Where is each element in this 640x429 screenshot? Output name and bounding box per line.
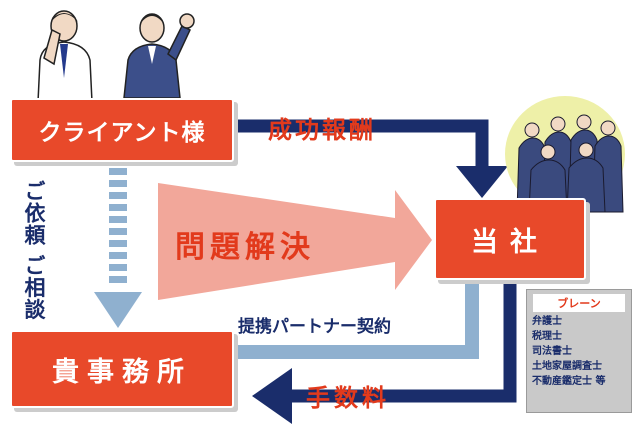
brain-item: 弁護士 — [532, 316, 562, 327]
consult-arrow — [94, 168, 142, 328]
cheering-man-icon — [123, 13, 195, 98]
brain-item: 税理士 — [532, 331, 562, 342]
brain-item: 土地家屋調査士 — [532, 361, 602, 372]
professional-team-icon — [505, 96, 625, 213]
brain-item: 司法書士 — [532, 346, 572, 357]
brain-list: 弁護士 税理士 司法書士 土地家屋調査士 不動産鑑定士 等 — [527, 314, 631, 389]
firm-label: 貴事務所 — [52, 356, 192, 388]
company-box: 当社 — [434, 198, 586, 280]
client-label: クライアント様 — [38, 120, 206, 146]
fee-arrow — [252, 278, 517, 424]
success-fee-label: 成功報酬 — [268, 116, 376, 144]
partner-contract-label: 提携パートナー契約 — [238, 317, 391, 337]
consult-request-label: ご依頼 ご相談 — [22, 180, 46, 320]
consult-line-request: ご依頼 — [22, 180, 46, 246]
problem-solving-label: 問題解決 — [175, 230, 315, 265]
client-box: クライアント様 — [10, 98, 234, 162]
firm-box: 貴事務所 — [10, 330, 234, 408]
brain-panel: ブレーン 弁護士 税理士 司法書士 土地家屋調査士 不動産鑑定士 等 — [526, 289, 632, 413]
partner-contract-arrow — [232, 278, 479, 359]
brain-item: 不動産鑑定士 等 — [532, 376, 606, 387]
brain-title: ブレーン — [533, 294, 625, 312]
success-fee-arrow — [232, 119, 508, 198]
consult-line-consult: ご相談 — [22, 254, 46, 321]
problem-solving-arrow — [158, 183, 432, 300]
company-label: 当社 — [471, 226, 549, 258]
worried-man-icon — [37, 10, 93, 102]
fee-label: 手数料 — [306, 384, 390, 412]
